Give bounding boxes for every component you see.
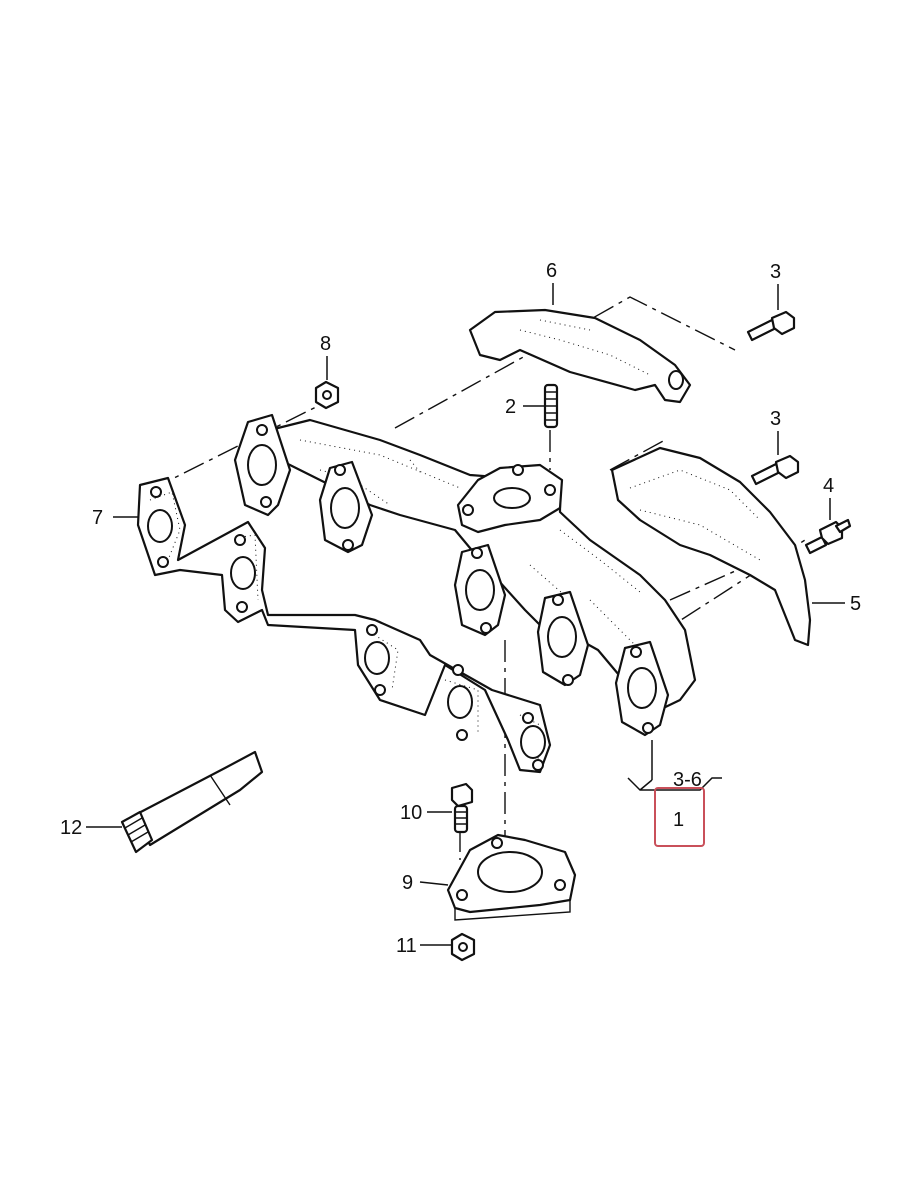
callout-6: 6 (546, 260, 557, 282)
callout-5: 5 (850, 593, 861, 615)
flange-gasket[interactable] (446, 833, 577, 921)
exhaust-gasket[interactable] (136, 476, 552, 774)
highlight-box[interactable] (654, 787, 705, 847)
callout-7: 7 (92, 507, 103, 529)
bolt-upper[interactable] (746, 310, 796, 342)
callout-3-upper: 3 (770, 261, 781, 283)
callout-labels: 6 3 8 2 3 4 7 5 3-6 10 12 1 9 11 (60, 260, 861, 957)
stud-bolt[interactable] (804, 518, 852, 555)
callout-1: 1 (673, 809, 684, 831)
callout-2: 2 (505, 396, 516, 418)
callout-3-6: 3-6 (673, 769, 702, 791)
callout-9: 9 (402, 872, 413, 894)
sealant-tube[interactable] (120, 750, 264, 854)
upper-heat-shield[interactable] (468, 308, 692, 404)
callout-10: 10 (400, 802, 422, 824)
lower-heat-shield[interactable] (610, 446, 812, 647)
callout-11: 11 (396, 935, 417, 957)
nut[interactable] (314, 380, 340, 410)
callout-12: 12 (60, 817, 82, 839)
stud[interactable] (543, 383, 559, 429)
flange-bolt[interactable] (450, 782, 474, 834)
bolt-lower[interactable] (750, 454, 800, 486)
callout-4: 4 (823, 475, 834, 497)
callout-8: 8 (320, 333, 331, 355)
exhaust-manifold[interactable] (233, 413, 697, 737)
leader-lines (86, 283, 845, 946)
flange-nut[interactable] (450, 932, 476, 962)
callout-3-lower: 3 (770, 408, 781, 430)
